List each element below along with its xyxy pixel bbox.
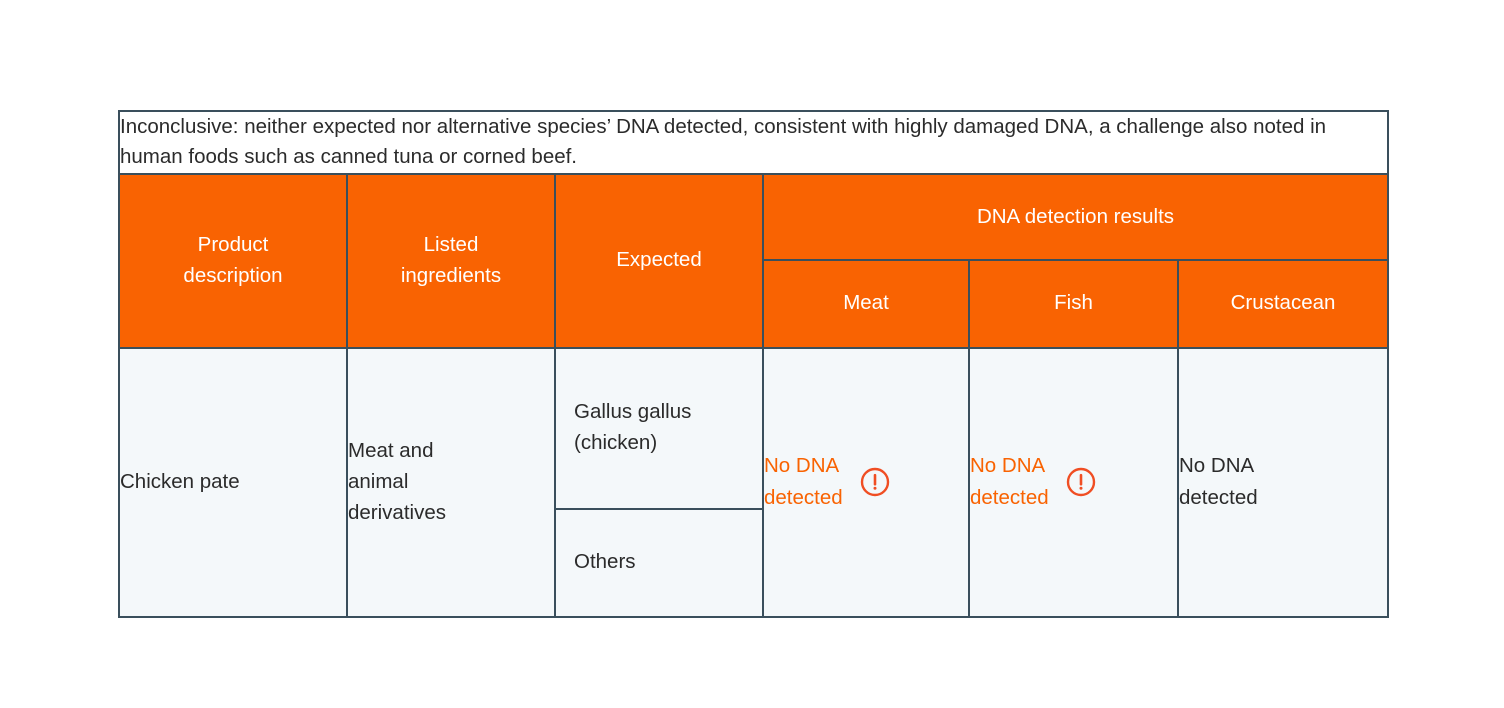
- product-description-line-2: description: [183, 263, 283, 287]
- cell-result-fish: No DNA detected: [968, 346, 1179, 618]
- listed-ingredients-line-1: Listed: [423, 232, 479, 256]
- cell-product-description: Chicken pate: [118, 346, 348, 618]
- table-row: Chicken pate Meat and animal derivatives…: [118, 346, 1390, 618]
- expected-species-others: Others: [556, 508, 762, 616]
- column-header-meat: Meat: [762, 258, 970, 349]
- expected-sub-row-primary: Gallus gallus (chicken): [556, 348, 762, 510]
- product-description-line-1: Product: [197, 232, 269, 256]
- listed-ingredients-line-2: ingredients: [400, 263, 502, 287]
- exclamation-circle-icon: [859, 466, 891, 498]
- expected-sub-row-others: Others: [556, 508, 762, 616]
- column-header-dna-detection-results: DNA detection results: [761, 172, 1390, 261]
- result-crustacean-text: No DNA detected: [1179, 454, 1258, 510]
- column-header-crustacean: Crustacean: [1176, 258, 1390, 349]
- column-header-product-description: Product description: [118, 172, 348, 349]
- result-fish-text: No DNA detected: [970, 454, 1049, 510]
- header-row-sub: Meat Fish Crustacean: [119, 258, 1390, 349]
- column-header-listed-ingredients: Listed ingredients: [346, 172, 556, 349]
- note-row: Inconclusive: neither expected nor alter…: [117, 110, 1390, 175]
- inconclusive-note: Inconclusive: neither expected nor alter…: [117, 110, 1390, 175]
- dna-results-table: Inconclusive: neither expected nor alter…: [117, 110, 1390, 618]
- expected-species-primary: Gallus gallus (chicken): [556, 348, 762, 510]
- cell-listed-ingredients: Meat and animal derivatives: [346, 346, 556, 618]
- cell-result-crustacean: No DNA detected: [1176, 346, 1390, 618]
- column-header-expected: Expected: [554, 172, 764, 349]
- column-header-fish: Fish: [968, 258, 1179, 349]
- expected-split-table: Gallus gallus (chicken) Others: [556, 348, 762, 616]
- dna-results-table-container: Inconclusive: neither expected nor alter…: [117, 110, 1390, 618]
- result-meat-text: No DNA detected: [764, 454, 843, 510]
- cell-expected: Gallus gallus (chicken) Others: [554, 346, 764, 618]
- header-row-primary: Product description Listed ingredients E…: [118, 172, 1390, 349]
- exclamation-circle-icon: [1065, 466, 1097, 498]
- cell-result-meat: No DNA detected: [762, 346, 970, 618]
